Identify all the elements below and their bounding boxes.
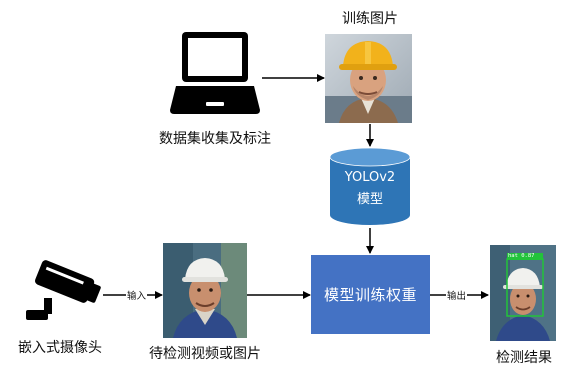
label-test-images: 待检测视频或图片: [149, 346, 261, 362]
security-camera-icon: [22, 258, 104, 328]
laptop-icon: [168, 30, 262, 120]
test-image-photo: [163, 243, 247, 338]
training-image-photo: [325, 34, 412, 123]
label-detection-results: 检测结果: [496, 350, 552, 366]
training-weights-label: 模型训练权重: [323, 286, 417, 304]
detection-tag: hat 0.87: [508, 253, 535, 259]
result-image-photo: hat 0.87: [490, 245, 556, 341]
label-training-images: 训练图片: [342, 11, 398, 27]
edge-label-input: 输入: [126, 288, 148, 302]
label-data-collection: 数据集收集及标注: [159, 131, 271, 147]
yolov2-model-cylinder: YOLOv2 模型: [328, 147, 412, 227]
yolov2-model-label-line1: YOLOv2: [344, 170, 396, 185]
label-embedded-camera: 嵌入式摄像头: [18, 340, 102, 356]
training-weights-box: 模型训练权重: [311, 255, 430, 334]
yolov2-model-label-line2: 模型: [356, 192, 383, 207]
edge-label-output: 输出: [446, 288, 468, 302]
